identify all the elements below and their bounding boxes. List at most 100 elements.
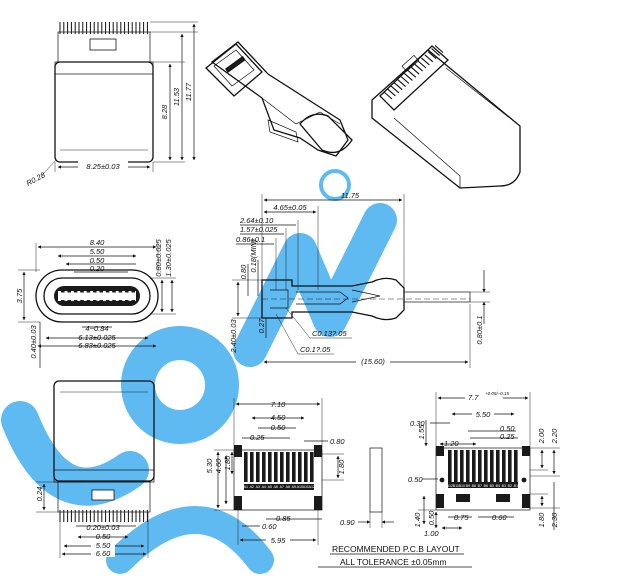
- pcb-pad: [262, 452, 266, 482]
- footer-title: RECOMMENDED P.C.B LAYOUT: [332, 544, 460, 554]
- pin-label: B10: [459, 484, 465, 488]
- pin-label: B11: [453, 484, 459, 488]
- pcb-pad: [478, 450, 482, 482]
- side-l2: 4.65±0.05: [273, 203, 307, 212]
- contact-pin: [80, 300, 84, 305]
- footer-notes: RECOMMENDED P.C.B LAYOUT ALL TOLERANCE ±…: [318, 544, 472, 568]
- pcbl-w3: 0.50: [271, 423, 286, 432]
- watermark-stroke: [106, 506, 274, 574]
- top-view-h1: 8.28: [160, 104, 169, 119]
- pin-tooth: [400, 76, 410, 84]
- iso-view-rear: [371, 45, 521, 189]
- pcbl-b3: 5.95: [271, 536, 286, 545]
- contact-pin: [125, 300, 129, 305]
- pin-label: A12: [309, 485, 315, 489]
- iso-view-plug: [205, 41, 353, 157]
- pcb-pad: [472, 450, 476, 482]
- pcb-pad: [292, 452, 296, 482]
- pcbr-b2: 0.60: [492, 513, 507, 522]
- side-view: 11.75 4.65±0.05 2.64±0.10 1.57±0.025 0.8…: [229, 191, 490, 368]
- contact-pin: [112, 288, 116, 293]
- slot-outline: 0.90: [340, 447, 394, 528]
- contact-pin: [131, 300, 135, 305]
- side-l4: 1.57±0.025: [240, 225, 278, 234]
- pcb-pad: [310, 452, 314, 482]
- bottom-w3: 5.50: [96, 541, 111, 550]
- pin-label: A9: [292, 485, 296, 489]
- front-w7: 6.83±0.025: [78, 341, 116, 350]
- pcb-pad-strip: [244, 484, 314, 490]
- pcb-pad: [448, 450, 452, 482]
- pin-label: B9: [466, 484, 470, 488]
- watermark: [1, 169, 397, 574]
- pin-tooth: [383, 91, 393, 100]
- pcbr-h8: 2.30: [550, 512, 559, 528]
- side-l6: (15.60): [361, 357, 385, 366]
- contact-pin: [118, 300, 123, 305]
- pcb-pad: [490, 450, 494, 482]
- pcbr-h3: 2.20: [550, 428, 559, 444]
- contact-pin: [93, 288, 97, 293]
- footer-tolerance: ALL TOLERANCE ±0.05mm: [340, 557, 447, 567]
- front-h-bottom: 0.40±0.03: [29, 325, 38, 359]
- pin-label: A1: [244, 485, 248, 489]
- pcbr-h4: 0.50: [408, 475, 423, 484]
- pin-label: A11: [303, 485, 309, 489]
- pin-label: A8: [286, 485, 290, 489]
- contact-pin: [80, 288, 84, 293]
- contact-pin: [61, 300, 65, 305]
- pin-label: A10: [297, 485, 303, 489]
- pcb-pad-strip: [448, 482, 518, 488]
- contact-pin: [86, 288, 91, 293]
- pcbl-h2: 4.60: [214, 458, 223, 473]
- pcb-pad: [502, 450, 506, 482]
- pcbr-h7: 1.80: [537, 512, 546, 527]
- side-c1: C0.13?.05: [312, 329, 347, 338]
- contact-pin: [125, 288, 129, 293]
- pcb-pad: [298, 452, 302, 482]
- pcb-pad: [244, 452, 248, 482]
- pcb-pad: [280, 452, 284, 482]
- pin-tooth: [387, 88, 396, 97]
- contact-pin: [118, 288, 123, 293]
- contact-pin: [67, 300, 71, 305]
- side-v2: 0.18(MIN): [249, 239, 258, 273]
- pin-tooth: [390, 85, 400, 94]
- pin-label: B4: [496, 484, 500, 488]
- front-w1: 8.40: [90, 238, 105, 247]
- pin-label: A3: [256, 485, 260, 489]
- side-v5: 0.80±0.1: [475, 315, 484, 344]
- pcb-pad: [286, 452, 290, 482]
- pcb-pad: [274, 452, 278, 482]
- front-w2: 5.50: [90, 247, 105, 256]
- pin-tooth: [393, 82, 403, 91]
- pin-tooth: [424, 54, 434, 63]
- contact-pin: [73, 300, 78, 305]
- pcbr-b1: 0.75: [454, 513, 469, 522]
- watermark-circle: [121, 326, 239, 444]
- side-v1: 0.80: [239, 264, 248, 279]
- watermark-stroke: [233, 203, 397, 367]
- bottom-h1: 0.24: [35, 487, 44, 502]
- pin-tooth: [404, 72, 413, 81]
- pcb-pad: [514, 450, 518, 482]
- pin-label: B8: [472, 484, 476, 488]
- pcb-pad: [256, 452, 260, 482]
- bottom-view: 0.24 0.20±0.03 0.50 5.50 6.60: [35, 380, 155, 558]
- pcb-pad: [508, 450, 512, 482]
- top-view-h3: 11.77: [184, 82, 193, 101]
- pcb-pad: [454, 450, 458, 482]
- pcbr-h5: 1.40: [413, 512, 422, 527]
- pcb-pad: [250, 452, 254, 482]
- pin-tooth: [397, 79, 406, 88]
- contact-pin: [131, 288, 135, 293]
- pin-label: B2: [508, 484, 512, 488]
- pcbr-h1: 1.55: [417, 424, 426, 439]
- side-l3: 2.64±0.10: [239, 216, 274, 225]
- pcbl-h3: 1.80: [223, 455, 232, 470]
- pcbl-w4: 0.25: [250, 433, 265, 442]
- contact-pin: [105, 288, 110, 293]
